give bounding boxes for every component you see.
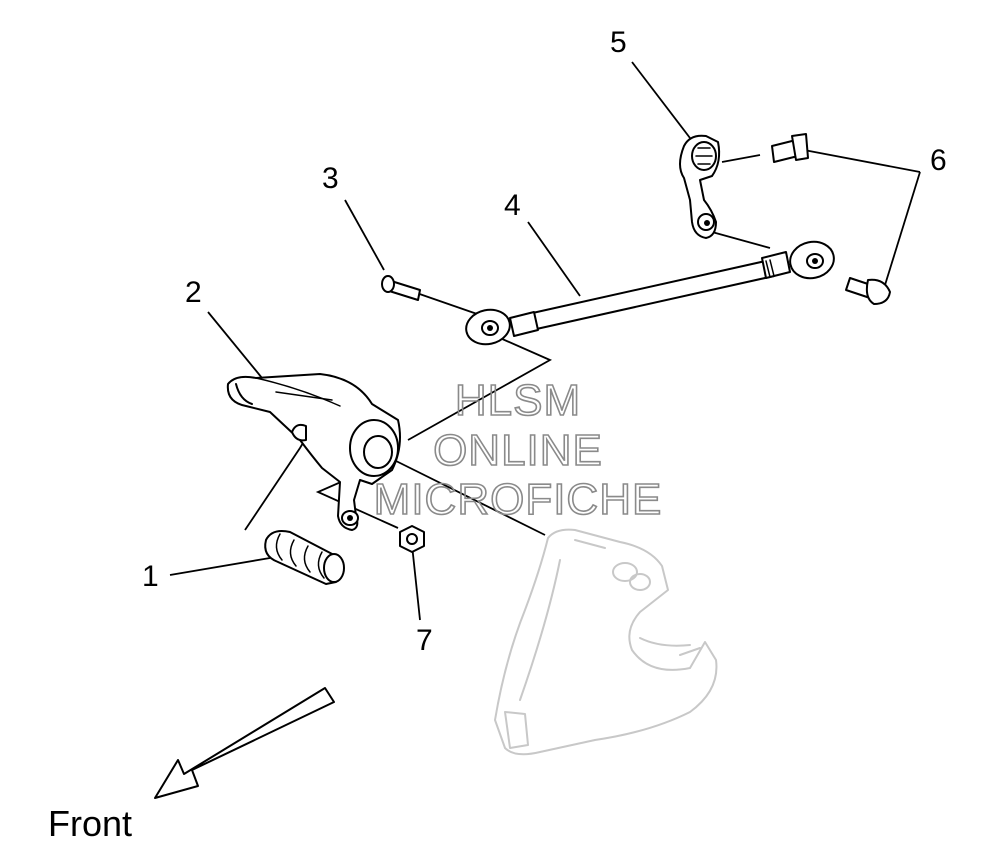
frame-bracket-ghost bbox=[494, 528, 718, 756]
watermark: HLSM ONLINE MICROFICHE bbox=[373, 375, 663, 525]
flange-bolt-lower bbox=[845, 277, 891, 305]
watermark-line3: MICROFICHE bbox=[374, 475, 663, 524]
shift-peg-rubber bbox=[264, 530, 345, 585]
flange-bolt-upper bbox=[771, 133, 809, 163]
callout-7: 7 bbox=[416, 624, 433, 657]
hex-nut bbox=[399, 525, 425, 553]
shift-arm bbox=[679, 134, 721, 239]
shift-lever bbox=[226, 373, 401, 531]
align-bolt6-arm bbox=[721, 154, 761, 163]
shift-rod bbox=[465, 240, 835, 346]
leader-4 bbox=[527, 221, 581, 297]
watermark-line2: ONLINE bbox=[433, 426, 603, 475]
leader-6a bbox=[803, 149, 921, 173]
leader-5 bbox=[631, 61, 691, 139]
leader-1 bbox=[169, 557, 271, 576]
front-label: Front bbox=[48, 803, 132, 844]
pin-bolt bbox=[381, 275, 421, 301]
align-pivot-rod bbox=[407, 337, 553, 441]
callout-6: 6 bbox=[930, 144, 947, 177]
leader-6b bbox=[884, 171, 921, 286]
front-direction-arrow-icon bbox=[154, 687, 335, 799]
callout-5: 5 bbox=[610, 26, 627, 59]
callout-2: 2 bbox=[185, 276, 202, 309]
align-arm-rod bbox=[711, 231, 771, 249]
leader-7 bbox=[411, 544, 421, 621]
callout-3: 3 bbox=[322, 162, 339, 195]
callout-1: 1 bbox=[142, 560, 159, 593]
callout-4: 4 bbox=[504, 189, 521, 222]
leader-2 bbox=[207, 311, 263, 379]
align-pivot-bracket bbox=[389, 457, 546, 536]
watermark-line1: HLSM bbox=[455, 376, 581, 425]
leader-3 bbox=[344, 199, 385, 271]
